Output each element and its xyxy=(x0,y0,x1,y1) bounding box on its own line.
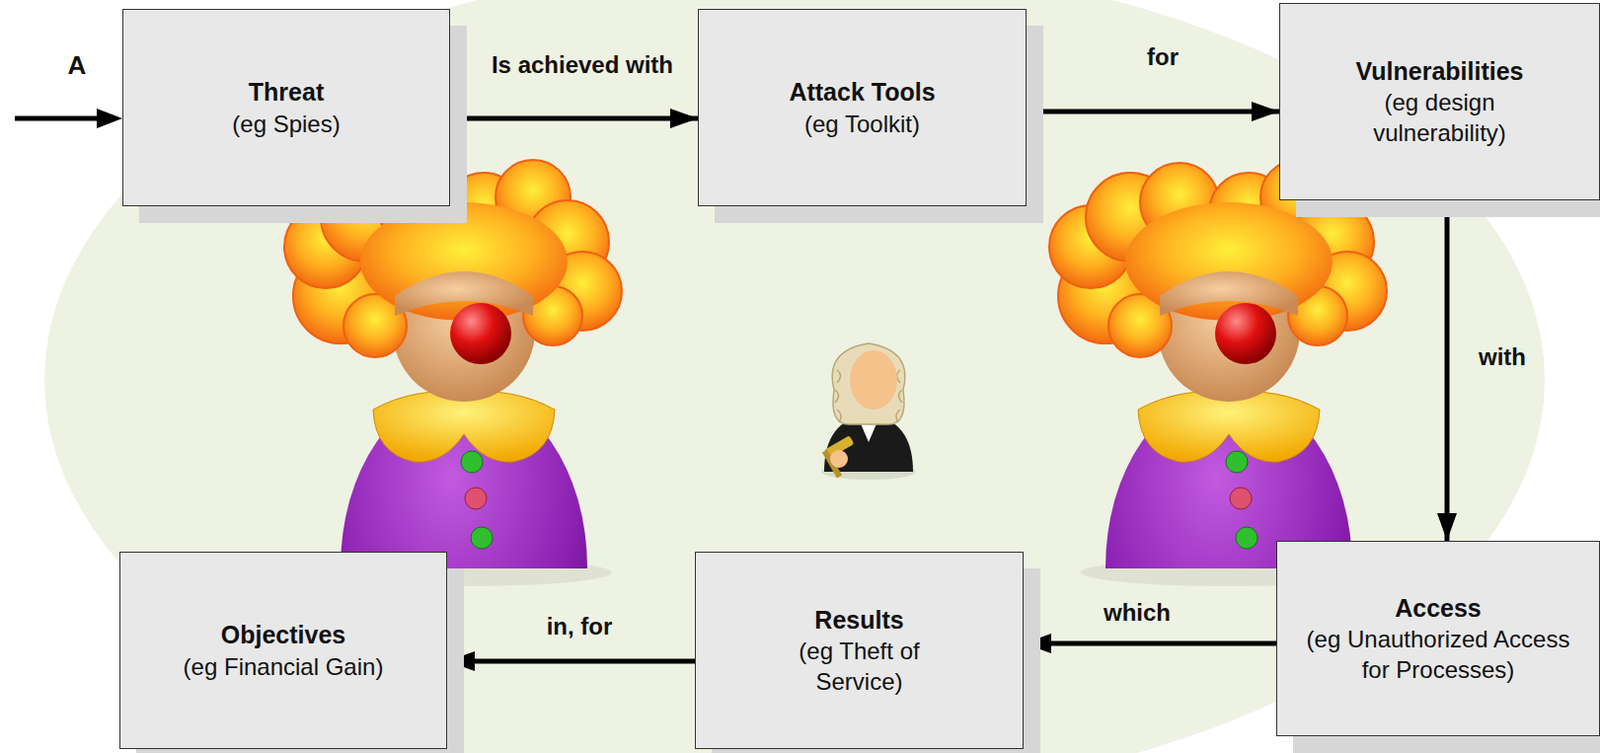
flow-arrow xyxy=(1023,641,1277,647)
box-example: (eg design vulnerability) xyxy=(1336,86,1544,149)
entry-arrowhead xyxy=(96,108,123,129)
process-box: Attack Tools(eg Toolkit) xyxy=(697,8,1027,207)
flow-arrow xyxy=(447,659,695,665)
process-box: Objectives(eg Financial Gain) xyxy=(119,551,448,750)
box-heading: Vulnerabilities xyxy=(1356,55,1524,88)
flow-arrow xyxy=(450,116,698,122)
box-example: (eg Toolkit) xyxy=(804,108,920,140)
flow-arrow xyxy=(1026,109,1280,115)
judge-figure xyxy=(821,343,916,480)
process-box: Vulnerabilities(eg design vulnerability) xyxy=(1279,2,1600,201)
edge-label: Is achieved with xyxy=(483,51,682,80)
process-box: Results(eg Theft of Service) xyxy=(694,551,1024,750)
flow-arrow xyxy=(1445,200,1450,541)
box-heading: Threat xyxy=(248,76,324,109)
entry-arrow xyxy=(14,116,109,122)
box-heading: Attack Tools xyxy=(788,76,935,109)
box-heading: Access xyxy=(1394,592,1482,625)
process-box: Threat(eg Spies) xyxy=(122,8,451,207)
box-heading: Results xyxy=(814,604,904,637)
edge-label: with xyxy=(1462,343,1542,373)
edge-label: which xyxy=(1082,599,1192,628)
entry-label: A xyxy=(68,50,87,81)
edge-label: for xyxy=(1123,43,1203,73)
process-box: Access(eg Unauthorized Access for Proces… xyxy=(1276,540,1600,737)
box-example: (eg Spies) xyxy=(231,108,340,140)
edge-label: in, for xyxy=(525,612,634,642)
box-heading: Objectives xyxy=(221,618,346,652)
box-example: (eg Theft of Service) xyxy=(761,635,959,697)
box-example: (eg Financial Gain) xyxy=(183,651,384,683)
box-example: (eg Unauthorized Access for Processes) xyxy=(1299,623,1577,686)
